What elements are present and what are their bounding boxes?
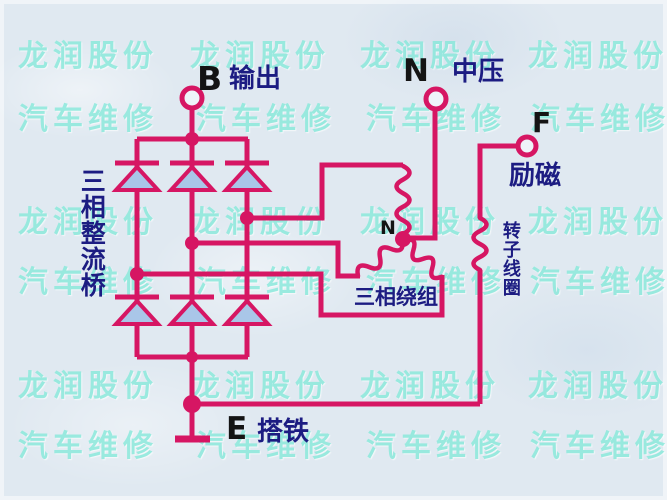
terminal-b-circle [179, 85, 205, 111]
watermark-text: 龙润股份 [18, 369, 158, 404]
terminal-f-letter: F [532, 106, 552, 139]
diode-anode-triangle [111, 298, 163, 326]
terminal-b-label: 输出 [229, 64, 282, 94]
phase1-wire [137, 271, 445, 318]
terminal-n-letter: N [403, 53, 429, 89]
diode-top-right [221, 160, 273, 192]
phase3-wire [247, 162, 403, 221]
diode-anode-triangle [221, 298, 273, 326]
watermark-text: 汽车维修 [18, 102, 158, 137]
rotor-coil [471, 215, 489, 273]
terminal-e-label: 搭铁 [257, 417, 310, 447]
watermark-text: 汽车维修 [366, 429, 506, 464]
watermark-text: 龙润股份 [528, 205, 667, 240]
terminal-f-label: 励磁 [509, 161, 562, 191]
diode-top-left [111, 160, 163, 192]
terminal-f-circle [515, 134, 539, 158]
terminal-b-letter: B [197, 59, 223, 98]
diode-anode-triangle [221, 164, 273, 192]
junction-dot-ground [183, 395, 201, 413]
neutral-point-label: N [380, 217, 396, 239]
diode-anode-triangle [111, 164, 163, 192]
watermark-text: 龙润股份 [528, 39, 667, 74]
neutral-terminal-wire [406, 110, 438, 241]
junction-dot-negative-bus [186, 351, 198, 363]
diode-bottom-left [111, 294, 163, 326]
watermark-text: 汽车维修 [196, 265, 336, 300]
junction-dot-phase3 [240, 211, 254, 225]
watermark-text: 龙润股份 [190, 369, 330, 404]
diode-bottom-middle [166, 294, 218, 326]
watermark-text: 汽车维修 [196, 429, 336, 464]
diode-bottom-right [221, 294, 273, 326]
phase2-wire [192, 240, 360, 279]
watermark-text: 汽车维修 [530, 429, 667, 464]
watermark-text: 汽车维修 [18, 429, 158, 464]
watermark-text: 汽车维修 [530, 265, 667, 300]
rectifier-bridge-label: 三相整流桥 [77, 168, 107, 298]
stator-coil-left [355, 237, 405, 279]
terminal-e-letter: E [226, 411, 248, 447]
junction-dot-b [185, 132, 199, 146]
field-terminal-wire [477, 143, 516, 218]
watermark-text: 汽车维修 [196, 102, 336, 137]
diode-top-middle [166, 160, 218, 192]
watermark-text: 龙润股份 [528, 369, 667, 404]
stator-coil-top [394, 163, 412, 237]
watermark-text: 龙润股份 [18, 205, 158, 240]
watermark-text: 汽车维修 [530, 102, 667, 137]
diode-anode-triangle [166, 298, 218, 326]
diode-anode-triangle [166, 164, 218, 192]
watermark-text: 龙润股份 [18, 39, 158, 74]
watermark-text: 龙润股份 [190, 205, 330, 240]
junction-dot-phase2 [185, 236, 199, 250]
watermark-text: 龙润股份 [360, 39, 500, 74]
rotor-coil-label: 转子线圈 [499, 221, 521, 297]
stator-coil-right [401, 237, 445, 281]
junction-dot-phase1 [130, 267, 144, 281]
watermark-text: 龙润股份 [360, 369, 500, 404]
stator-winding-label: 三相绕组 [354, 285, 438, 309]
junction-dot-neutral [395, 231, 411, 247]
terminal-n-label: 中压 [452, 57, 505, 87]
watermark-text: 汽车维修 [18, 265, 158, 300]
terminal-n-circle [423, 86, 449, 112]
watermark-text: 龙润股份 [190, 39, 330, 74]
